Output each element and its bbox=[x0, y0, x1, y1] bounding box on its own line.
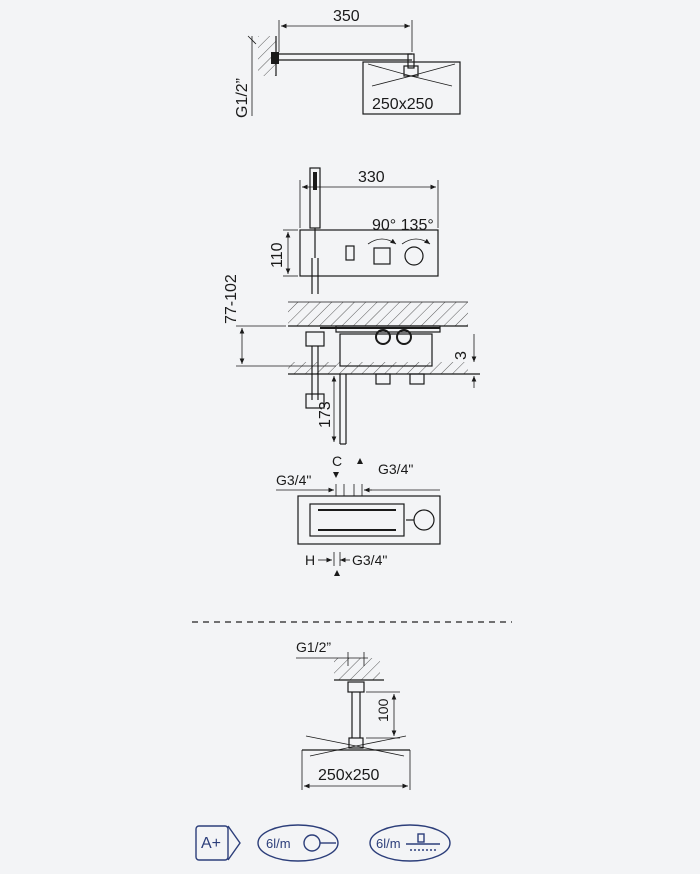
connections-top-view: C G3/4" G3/4" H G3/4" bbox=[276, 453, 441, 576]
top-right-thread-label: G3/4" bbox=[378, 461, 413, 477]
diverter-knob bbox=[373, 247, 391, 265]
energy-class-badge: A+ bbox=[195, 825, 241, 861]
wall-hatch-bottom bbox=[288, 362, 468, 374]
offset-label: 3 bbox=[453, 351, 470, 360]
rain-shower-icon bbox=[406, 833, 440, 851]
thermostat-plan bbox=[413, 509, 435, 531]
outlet-slot bbox=[345, 245, 355, 261]
wall-thread-label: G1/2” bbox=[234, 78, 251, 118]
hand-shower-icon bbox=[303, 834, 321, 852]
head-flow-badge: 6l/m bbox=[369, 824, 451, 862]
hose-height-label: 173 bbox=[317, 401, 334, 428]
energy-badges: A+ 6l/m 6l/m bbox=[195, 824, 451, 862]
panel-height-label: 110 bbox=[269, 242, 286, 268]
wall-flange bbox=[271, 52, 279, 64]
control-panel-front bbox=[299, 229, 439, 277]
wall-head-size-label: 250x250 bbox=[372, 96, 433, 113]
wall-shower-view: 350 G1/2” 250x250 bbox=[234, 8, 461, 118]
hand-flow-label: 6l/m bbox=[266, 836, 291, 851]
depth-range-label: 77-102 bbox=[223, 274, 240, 324]
valve-port-2 bbox=[396, 329, 412, 345]
thermostat-knob bbox=[404, 246, 424, 266]
valve-body bbox=[339, 333, 433, 367]
energy-class-label: A+ bbox=[201, 835, 221, 852]
panel-front-view: 330 90° 135° 110 bbox=[269, 167, 439, 294]
arm-length-label: 350 bbox=[333, 8, 360, 25]
bottom-thread-label: G3/4" bbox=[352, 552, 387, 568]
panel-section-view: 77-102 3 173 bbox=[223, 274, 480, 445]
panel-width-label: 330 bbox=[358, 169, 385, 186]
ceiling-drop-label: 100 bbox=[375, 698, 391, 722]
panel-plan bbox=[297, 495, 441, 545]
ceiling-shower-view: G1/2” 100 250x250 bbox=[296, 639, 411, 790]
wall-hatch-top bbox=[288, 302, 468, 326]
hand-flow-badge: 6l/m bbox=[257, 824, 339, 862]
h-label: H bbox=[305, 552, 315, 568]
c-label: C bbox=[332, 453, 342, 469]
top-left-thread-label: G3/4" bbox=[276, 472, 311, 488]
hose-holder bbox=[305, 331, 325, 347]
valve-port-1 bbox=[375, 329, 391, 345]
angles-label: 90° 135° bbox=[372, 217, 434, 234]
ceiling-hatch bbox=[334, 658, 380, 680]
ceiling-thread-label: G1/2” bbox=[296, 639, 331, 655]
shower-head-outline bbox=[362, 61, 461, 115]
shower-head-nozzles bbox=[367, 63, 456, 87]
ceiling-head-size-label: 250x250 bbox=[318, 767, 379, 784]
wall-hatch bbox=[258, 36, 276, 76]
head-flow-label: 6l/m bbox=[376, 836, 401, 851]
